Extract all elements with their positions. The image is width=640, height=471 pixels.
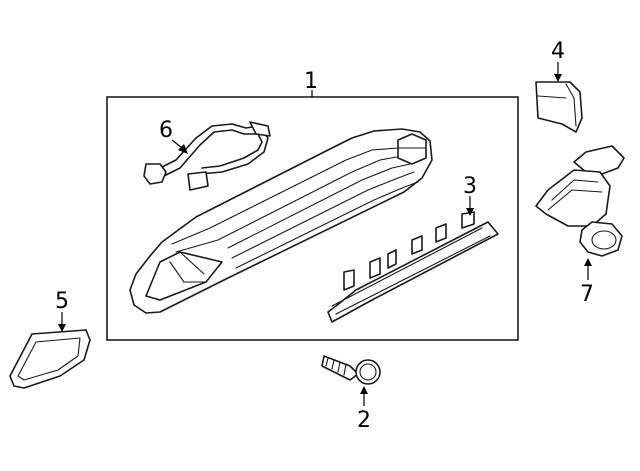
- callout-7: 7: [580, 282, 594, 307]
- part-4-cover[interactable]: [535, 81, 583, 133]
- part-2-screw[interactable]: [321, 355, 381, 385]
- part-5-gasket[interactable]: [9, 329, 91, 389]
- leader-lines: [58, 62, 592, 406]
- part-1-lamp-housing[interactable]: [129, 128, 433, 314]
- callout-2: 2: [357, 408, 371, 433]
- callout-5: 5: [55, 289, 69, 314]
- callout-4: 4: [551, 39, 565, 64]
- part-3-lens-strip[interactable]: [327, 211, 499, 323]
- callout-3: 3: [463, 174, 477, 199]
- part-6-wiring-harness[interactable]: [143, 121, 271, 191]
- callout-6: 6: [159, 118, 173, 143]
- callout-1: 1: [304, 69, 318, 94]
- part-7-socket[interactable]: [535, 145, 625, 257]
